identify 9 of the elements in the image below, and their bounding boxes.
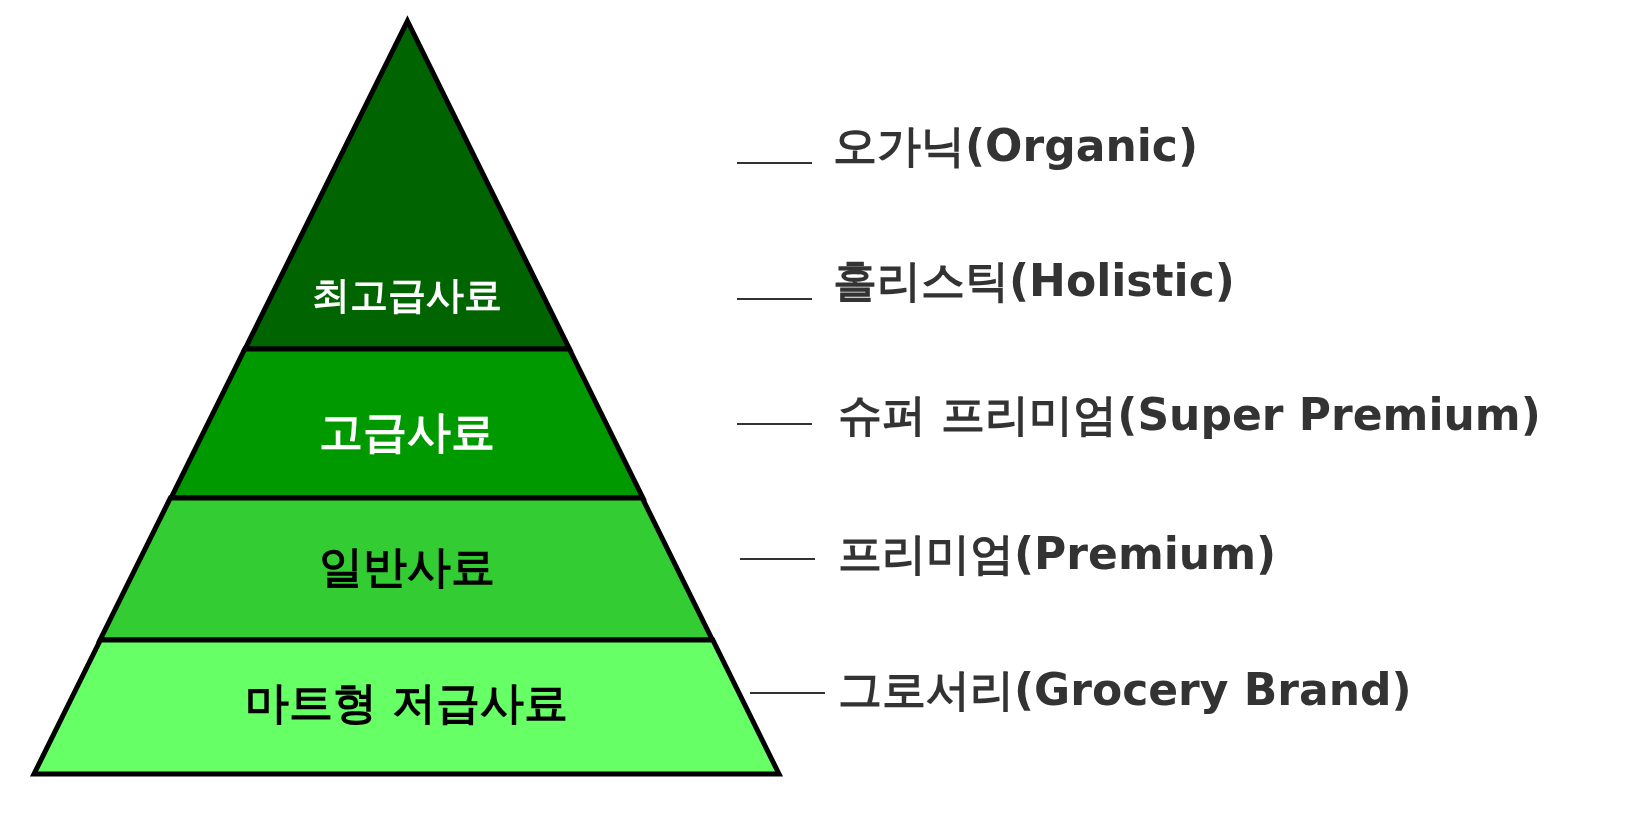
tier-label: 일반사료 bbox=[317, 539, 496, 594]
grade-label: 그로서리(Grocery Brand) bbox=[838, 662, 1412, 717]
grade-label: 오가닉(Organic) bbox=[833, 118, 1198, 173]
grade-label: 슈퍼 프리미엄(Super Premium) bbox=[838, 387, 1541, 442]
tier-label: 마트형 저급사료 bbox=[243, 675, 570, 730]
grade-label: 홀리스틱(Holistic) bbox=[833, 253, 1235, 308]
grade-label: 프리미엄(Premium) bbox=[838, 526, 1277, 581]
tier-label: 고급사료 bbox=[317, 404, 496, 459]
tier-label: 최고급사료 bbox=[310, 271, 503, 319]
